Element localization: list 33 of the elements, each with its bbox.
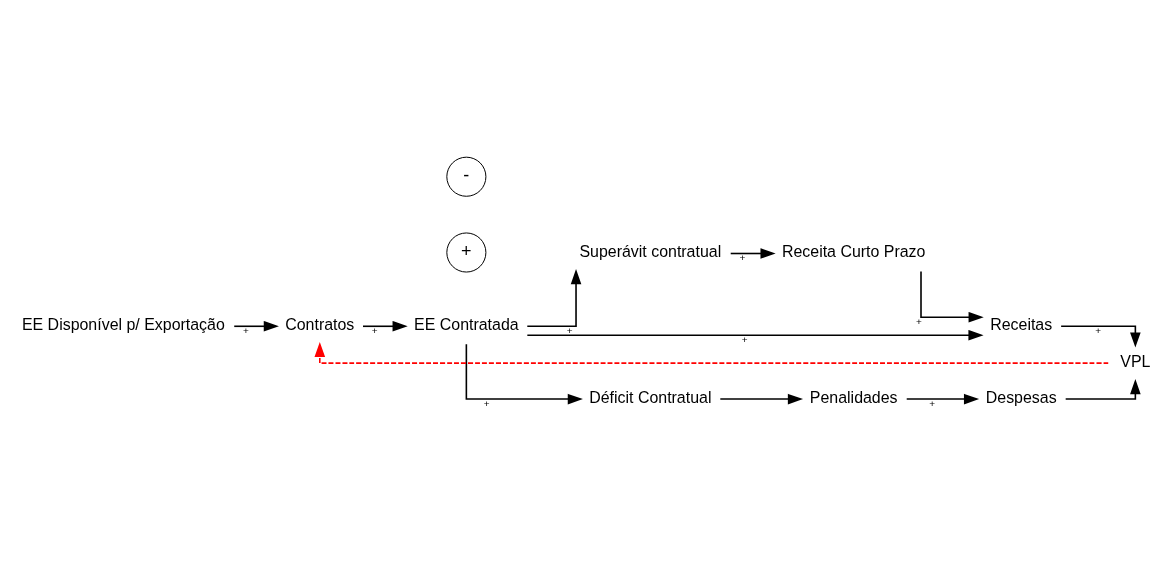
arrow [465,343,583,405]
node-text: Receita Curto Prazo [781,243,926,261]
node-text: EE Disponível p/ Exportação [21,316,225,334]
arrow [1064,379,1141,400]
node-text: Penalidades [809,388,898,406]
edge-label: + [371,325,378,337]
edge-label: + [483,398,490,410]
arrow [526,329,984,341]
arrow [920,270,984,323]
arrow [719,393,804,405]
node-text: EE Contratada [414,316,519,334]
node-text: Déficit Contratual [589,388,712,406]
label: + [461,240,472,261]
node-text: Despesas [985,388,1057,406]
node-text: Superávit contratual [579,243,722,261]
arrow [362,320,408,332]
edge-label: + [242,325,249,337]
node-text: Receitas [990,316,1053,334]
node-text: VPL [1120,352,1151,370]
arrow [526,269,582,328]
label: - [463,165,470,186]
edge-label: + [566,325,573,337]
edge-label: + [739,252,746,264]
arrow [1060,325,1141,348]
edge-label: + [929,398,936,410]
node-text: Contratos [285,316,355,334]
arrow [905,393,980,405]
edge-label: + [915,316,922,328]
edge-label: + [1095,325,1102,337]
arrow [729,248,776,259]
arrow [314,341,1110,364]
edge-label: + [741,334,748,346]
arrow [233,320,279,332]
